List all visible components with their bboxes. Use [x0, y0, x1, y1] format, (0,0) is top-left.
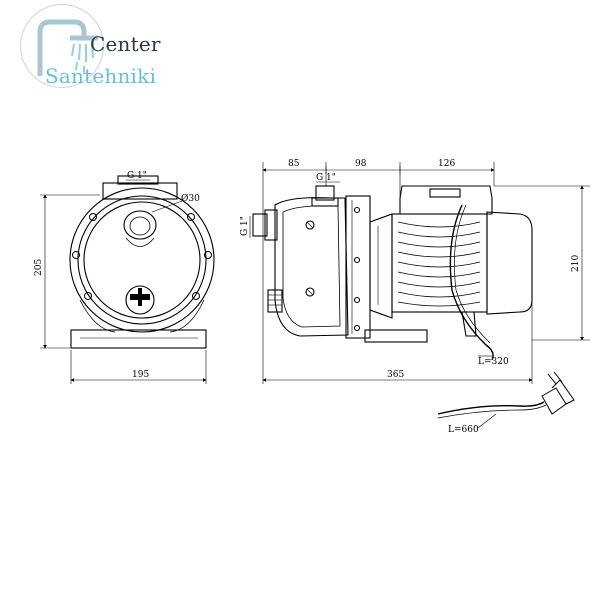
front-view [40, 175, 215, 384]
front-drain-plug [125, 285, 155, 315]
front-housing-outer [69, 187, 215, 333]
front-diameter-label: Ø30 [181, 193, 200, 204]
brand-logo: Center Santehniki [20, 4, 180, 92]
front-bolts [72, 213, 212, 300]
brand-name-line2: Santehniki [45, 64, 157, 88]
front-inlet-port [123, 210, 157, 240]
front-outlet [102, 182, 178, 200]
brand-name-line1: Center [90, 32, 161, 56]
plug-icon [541, 371, 575, 415]
front-height-label: 205 [34, 259, 44, 276]
side-motor-endcap [486, 211, 533, 315]
dim-inlet-offset: 85 [288, 159, 300, 169]
front-width-label: 195 [132, 370, 149, 380]
side-length-label: 365 [387, 370, 404, 380]
side-height-label: 210 [571, 255, 581, 272]
dim-outlet-offset: 98 [355, 159, 367, 169]
shower-icon [37, 19, 98, 76]
dim-motor: 126 [438, 159, 455, 169]
side-outlet [315, 185, 335, 201]
side-power-cable [449, 204, 494, 361]
side-terminal-box [399, 185, 493, 215]
front-base-plate [70, 329, 207, 349]
side-labels: 85 98 126 G 1" G 1" 210 365 L=320 [240, 159, 581, 380]
side-inlet-thread: G 1" [240, 216, 250, 236]
side-flange [345, 195, 371, 339]
cable-length-short: L=320 [478, 357, 509, 367]
motor-cooling-fins [397, 221, 481, 307]
side-foot [364, 329, 428, 343]
front-thread-label: G 1" [127, 171, 147, 181]
side-view [249, 162, 590, 384]
cable-with-plug [437, 371, 575, 429]
side-pump-body [274, 197, 349, 337]
cable-line [437, 401, 545, 415]
front-labels: G 1" Ø30 195 205 [34, 171, 200, 380]
side-inlet-nozzle [252, 213, 268, 237]
side-outlet-thread: G 1" [316, 173, 336, 183]
logo-ring [20, 4, 104, 88]
cable-length-long: L=660 [448, 425, 479, 435]
